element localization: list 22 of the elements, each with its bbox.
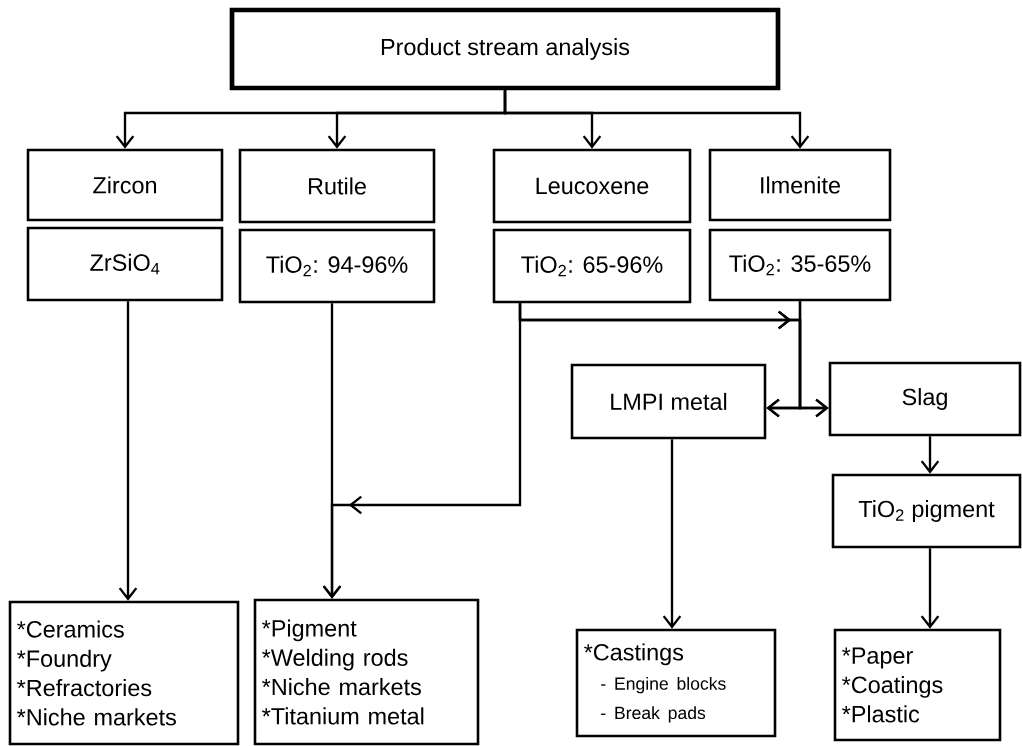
process-box: Zircon [26,148,224,222]
process-box: ZrSiO$_{4}$ [26,226,224,302]
arrow [920,548,940,629]
list-box: *Paper *Coatings *Plastic [833,628,1002,742]
process-box: Slag [828,361,1022,437]
list-box: *Castings - Engine blocks - Break pads [575,628,777,738]
process-box: Rutile [238,148,436,224]
list-box: *Pigment *Welding rods *Niche markets *Titanium metal [253,598,480,746]
process-box: TiO$_{2}$: 65-96% [492,228,692,304]
process-box: TiO$_{2}$ pigment [831,473,1022,549]
arrow [798,301,829,418]
arrow [662,439,682,629]
list-box: *Ceramics *Foundry *Refractories *Niche markets [8,600,240,746]
process-box: Leucoxene [492,148,692,224]
process-box: LMPI metal [570,363,767,440]
title-box: Product stream analysis [229,7,781,91]
arrow [920,436,940,474]
process-box: TiO$_{2}$: 35-65% [708,228,892,302]
arrow [118,301,138,601]
process-box: Ilmenite [708,148,892,222]
process-box: TiO$_{2}$: 94-96% [238,228,436,304]
arrow [503,90,810,149]
